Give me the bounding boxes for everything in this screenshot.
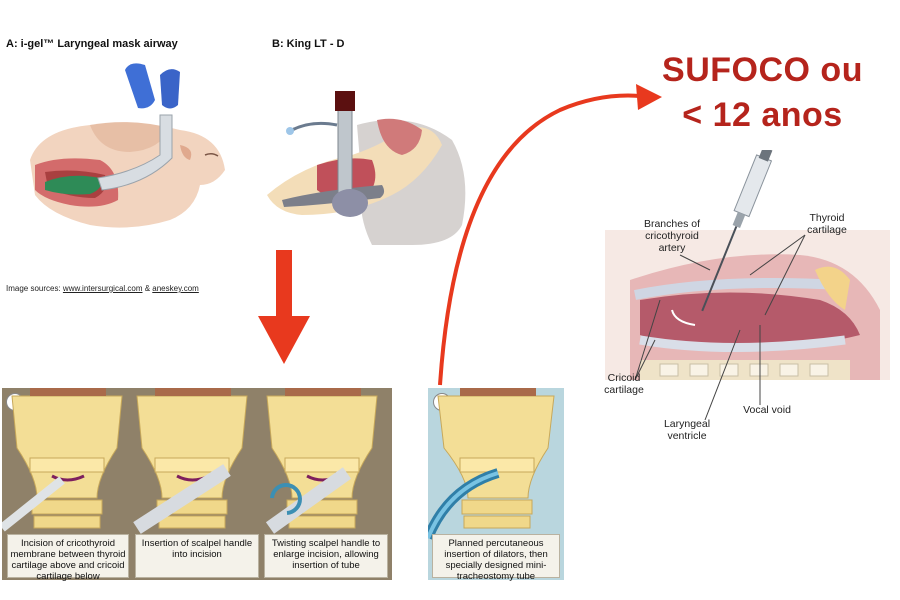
caption-percutaneous: Planned percutaneous insertion of dilato… bbox=[432, 534, 560, 582]
caption-step-2: Insertion of scalpel handle into incisio… bbox=[135, 534, 259, 578]
down-arrow-head bbox=[258, 316, 310, 364]
label-cricoid-cartilage: Cricoid cartilage bbox=[604, 372, 644, 396]
curved-arrow-head bbox=[636, 84, 662, 110]
panel-a-drawings bbox=[2, 388, 378, 534]
device-a-label: A: i-gel™ Laryngeal mask airway bbox=[6, 38, 178, 50]
down-arrow-shaft bbox=[276, 250, 292, 320]
caption-step-3: Twisting scalpel handle to enlarge incis… bbox=[264, 534, 388, 578]
image-credit: Image sources: www.intersurgical.com & a… bbox=[6, 284, 199, 293]
sufoco-title-line1: SUFOCO ou bbox=[662, 51, 863, 89]
cricothyrotomy-anatomy bbox=[605, 150, 890, 420]
label-thyroid-cartilage: Thyroid cartilage bbox=[807, 212, 847, 236]
larynx-step-3 bbox=[265, 388, 378, 534]
credit-link-aneskey[interactable]: aneskey.com bbox=[152, 284, 199, 293]
caption-step-1: Incision of cricothyroid membrane betwee… bbox=[7, 534, 129, 582]
sufoco-title-line2: < 12 anos bbox=[682, 96, 843, 134]
panel-b-drawing bbox=[428, 388, 555, 540]
label-vocal-void: Vocal void bbox=[743, 404, 791, 416]
larynx-step-1 bbox=[2, 388, 123, 532]
label-laryngeal-ventricle: Laryngeal ventricle bbox=[663, 418, 711, 442]
larynx-step-2 bbox=[133, 388, 248, 534]
device-b-label: B: King LT - D bbox=[272, 38, 345, 50]
credit-amp: & bbox=[142, 284, 153, 293]
king-lt-illustration bbox=[267, 91, 466, 245]
credit-link-intersurgical[interactable]: www.intersurgical.com bbox=[62, 284, 143, 293]
label-cricothyroid-artery: Branches of cricothyroid artery bbox=[643, 218, 701, 254]
curved-arrow-line bbox=[438, 93, 641, 386]
credit-prefix: Image sources: bbox=[6, 284, 63, 293]
igel-illustration bbox=[30, 63, 225, 228]
